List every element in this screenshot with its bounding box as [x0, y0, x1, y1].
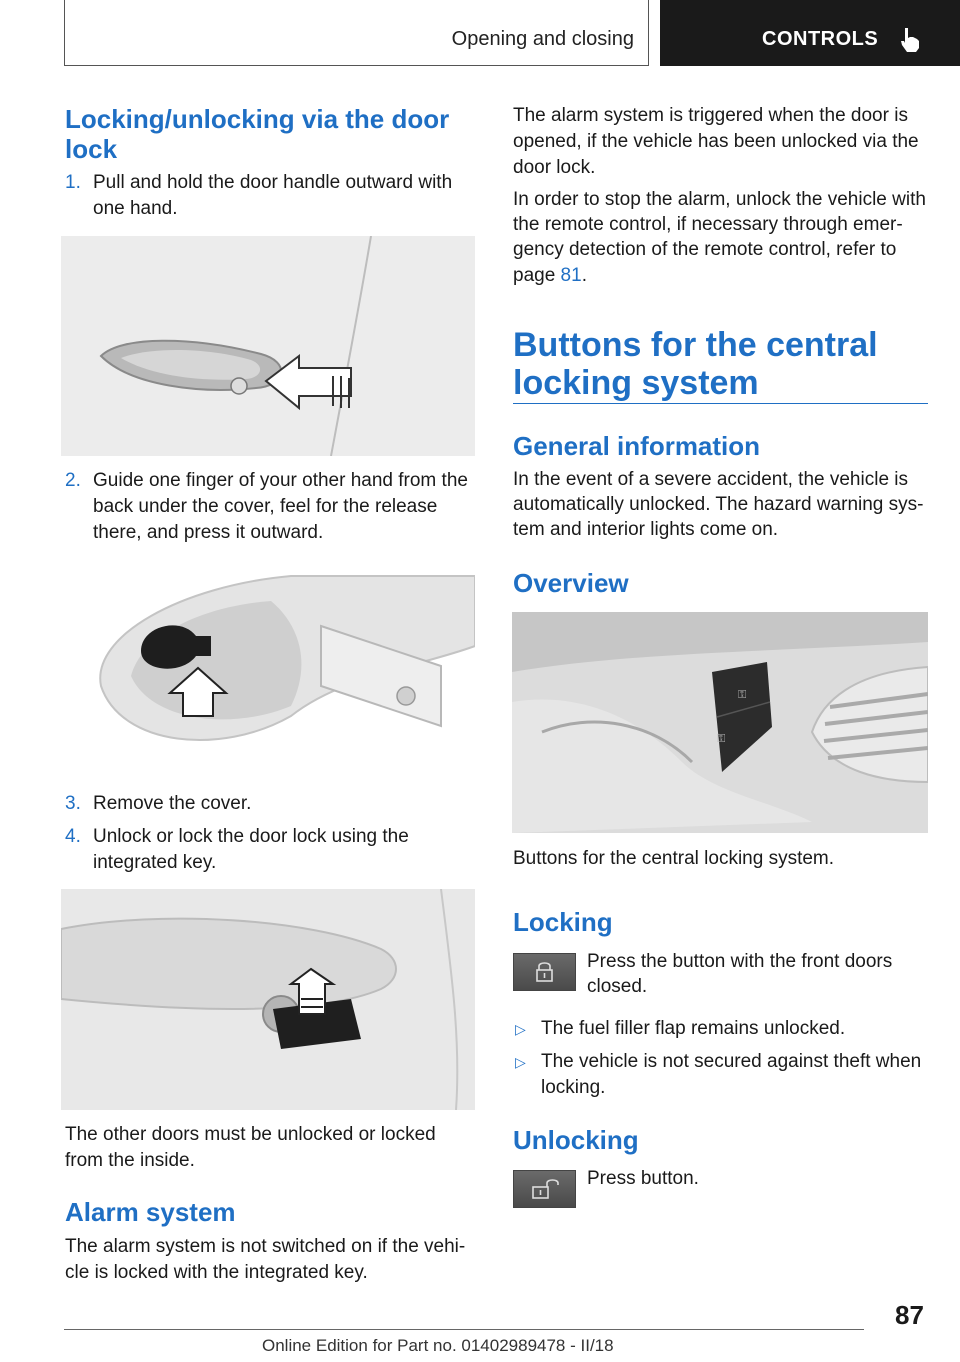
svg-text:⚿: ⚿ — [738, 689, 746, 701]
section-title-rule — [513, 403, 928, 404]
door-handle-figure — [61, 236, 475, 456]
step-1-line1: Pull and hold the door handle outward wi… — [93, 172, 453, 193]
page-number: 87 — [895, 1300, 924, 1330]
header-chapter-label: CONTROLS — [762, 28, 879, 50]
key-lock-figure — [61, 889, 475, 1110]
step-number-2: 2. — [65, 470, 81, 491]
bullet-triangle-icon: ▷ — [515, 1021, 526, 1037]
cover-release-figure — [61, 556, 475, 776]
lock-button-icon — [513, 953, 576, 991]
alarm-stop-line3: gency detection of the remote control, r… — [513, 239, 897, 260]
step-number-1: 1. — [65, 172, 81, 193]
alarm-stop-line2: the remote control, if necessary through… — [513, 214, 903, 235]
page-81-link[interactable]: 81 — [560, 265, 582, 286]
header-section-box: Opening and closing — [64, 0, 649, 66]
section-title-line1: Buttons for the central — [513, 326, 878, 364]
locking-bullet-2-line2: locking. — [541, 1077, 606, 1098]
step-4-line1: Unlock or lock the door lock using the — [93, 826, 409, 847]
central-locking-buttons-figure: ⚿ ⚿ — [512, 612, 928, 833]
step-1-line2: one hand. — [93, 198, 178, 219]
alarm-trigger-line3: door lock. — [513, 157, 596, 178]
heading-unlocking: Unlocking — [513, 1125, 639, 1155]
locking-text-line2: closed. — [587, 976, 648, 997]
heading-general-information: General information — [513, 431, 761, 461]
footer-rule — [64, 1329, 864, 1330]
header-chapter-tab[interactable]: CONTROLS — [660, 0, 960, 66]
alarm-stop-page-suffix: . — [581, 265, 587, 286]
alarm-trigger-line1: The alarm system is triggered when the d… — [513, 105, 908, 126]
step-2-line2: back under the cover, feel for the relea… — [93, 496, 438, 517]
step-3-line1: Remove the cover. — [93, 793, 252, 814]
overview-caption: Buttons for the central locking system. — [513, 848, 835, 869]
step-number-3: 3. — [65, 793, 81, 814]
heading-overview: Overview — [513, 568, 629, 598]
heading-door-lock-line2: lock — [65, 134, 118, 164]
general-info-line3: tem and interior lights come on. — [513, 519, 779, 540]
locking-text-line1: Press the button with the front doors — [587, 951, 893, 972]
locking-bullet-2-line1: The vehicle is not secured against theft… — [541, 1051, 922, 1072]
other-doors-line1: The other doors must be unlocked or lock… — [65, 1124, 436, 1145]
alarm-note-line2: cle is locked with the integrated key. — [65, 1262, 368, 1283]
step-number-4: 4. — [65, 826, 81, 847]
bullet-triangle-icon: ▷ — [515, 1054, 526, 1070]
other-doors-line2: from the inside. — [65, 1150, 195, 1171]
step-4-line2: integrated key. — [93, 852, 217, 873]
section-title-line2: locking system — [513, 364, 759, 402]
alarm-stop-line4: page 81. — [513, 263, 587, 289]
svg-text:⚿: ⚿ — [717, 733, 725, 745]
heading-alarm-system: Alarm system — [65, 1197, 236, 1227]
footer-edition: Online Edition for Part no. 01402989478 … — [262, 1336, 614, 1355]
unlocking-text: Press button. — [587, 1168, 699, 1189]
alarm-trigger-line2: opened, if the vehicle has been unlocked… — [513, 131, 919, 152]
general-info-line2: automatically unlocked. The hazard warni… — [513, 494, 924, 515]
step-2-line3: there, and press it outward. — [93, 522, 324, 543]
heading-locking: Locking — [513, 907, 613, 937]
alarm-stop-line1: In order to stop the alarm, unlock the v… — [513, 189, 926, 210]
pointing-hand-icon — [901, 28, 919, 52]
general-info-line1: In the event of a severe accident, the v… — [513, 469, 909, 490]
alarm-note-line1: The alarm system is not switched on if t… — [65, 1236, 466, 1257]
alarm-stop-page-prefix: page — [513, 265, 561, 286]
step-2-line1: Guide one finger of your other hand from… — [93, 470, 468, 491]
heading-door-lock-line1: Locking/unlocking via the door — [65, 104, 450, 134]
header-section-title: Opening and closing — [451, 28, 634, 50]
unlock-button-icon — [513, 1170, 576, 1208]
locking-bullet-1: The fuel filler flap remains unlocked. — [541, 1018, 846, 1039]
